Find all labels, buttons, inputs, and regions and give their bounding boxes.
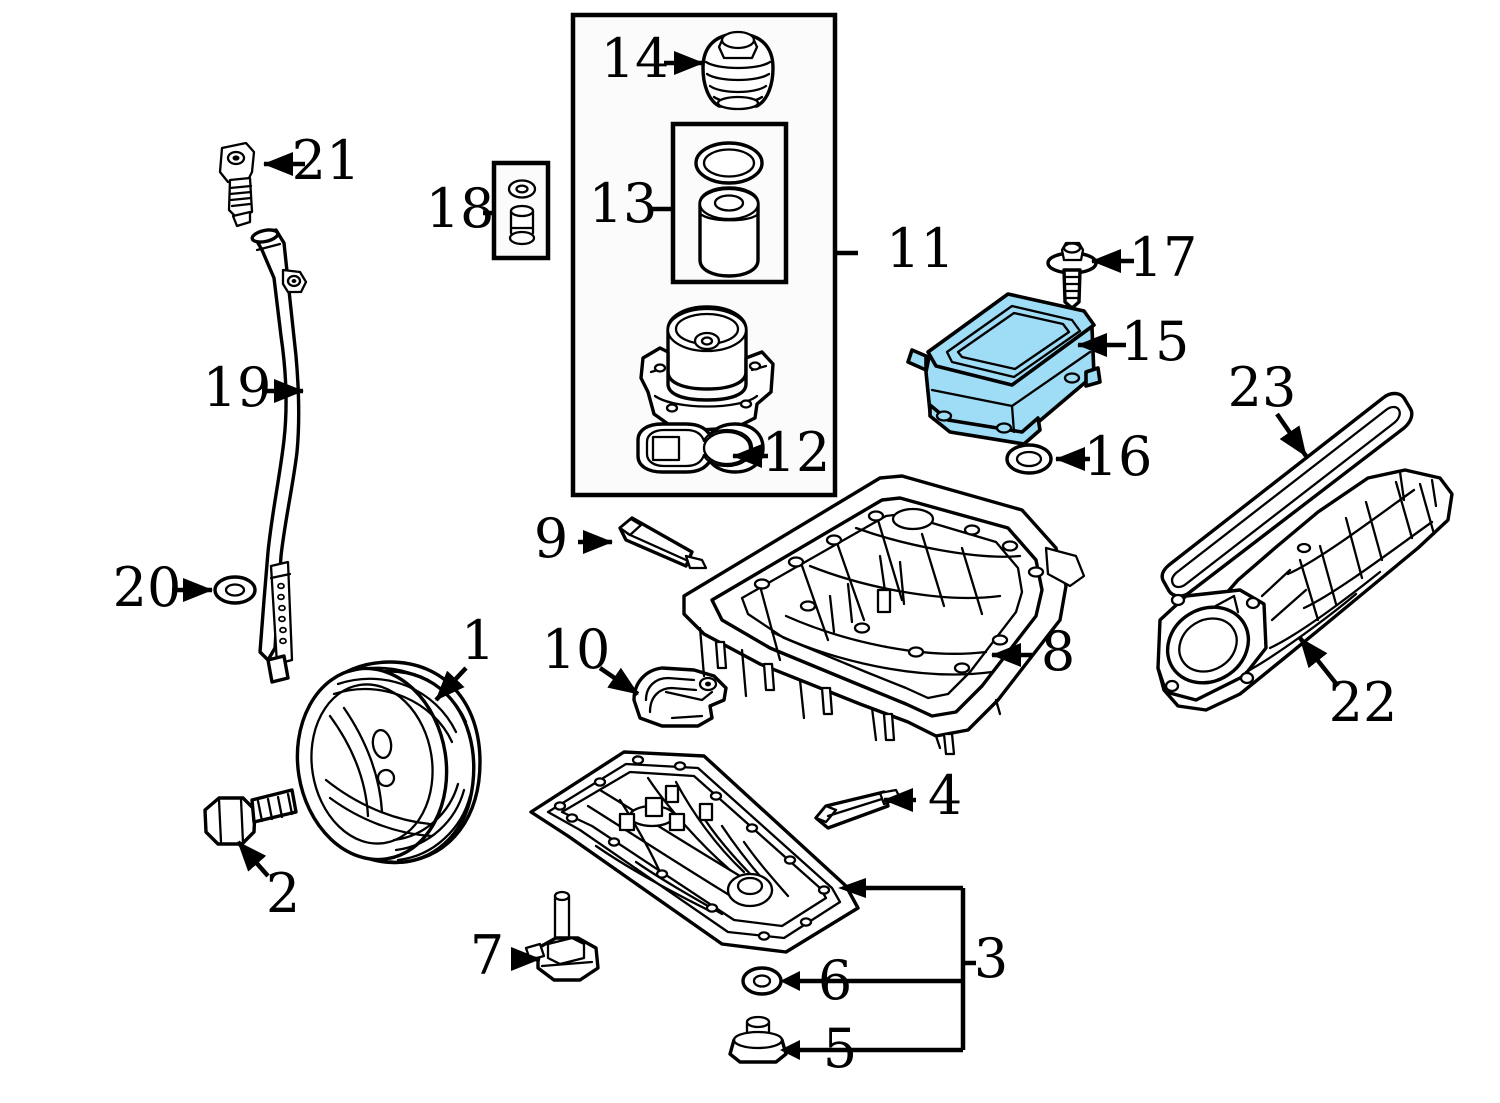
callout-label-16: 16: [1084, 425, 1153, 488]
callout-label-3: 3: [974, 927, 1008, 990]
part-lower-oil-pan-assembly: [529, 750, 860, 954]
callout-label-12: 12: [762, 421, 831, 484]
part-oil-separator-housing-gasket: [1160, 391, 1414, 598]
part-oil-filter-housing-cap: [701, 30, 775, 111]
leader-3-bracket: [780, 878, 976, 1060]
callout-label-1: 1: [461, 609, 495, 672]
part-oil-pump-pickup-bracket: [632, 666, 728, 728]
part-dipstick-tube-o-ring: [213, 575, 257, 605]
part-oil-dipstick-guide-tube: [250, 228, 308, 684]
callout-label-13: 13: [589, 172, 658, 235]
part-oil-level-sensor: [524, 890, 600, 982]
part-drain-plug-sealing-washer: [741, 966, 783, 996]
part-oil-filter-element-kit: [694, 141, 764, 278]
leader-1: [434, 666, 468, 702]
part-sealant-tube-lower-pan: [814, 788, 902, 830]
dipstick-graduations: [277, 582, 287, 645]
part-crankshaft-pulley-damper: [295, 660, 482, 865]
callout-label-20: 20: [113, 556, 182, 619]
callout-label-10: 10: [542, 618, 611, 681]
callout-label-2: 2: [266, 862, 300, 925]
part-engine-oil-cooler: [906, 292, 1102, 446]
callout-label-4: 4: [928, 764, 962, 827]
callout-label-17: 17: [1129, 226, 1198, 289]
callout-label-9: 9: [534, 507, 568, 570]
callout-label-21: 21: [292, 129, 361, 192]
callout-label-8: 8: [1041, 620, 1075, 683]
leader-22: [1298, 636, 1340, 688]
leader-2: [236, 840, 270, 878]
callout-label-18: 18: [426, 177, 495, 240]
callout-label-7: 7: [470, 924, 504, 987]
part-oil-drain-plug: [728, 1015, 788, 1064]
callout-label-6: 6: [818, 949, 852, 1012]
callout-label-19: 19: [203, 356, 272, 419]
callout-label-11: 11: [886, 217, 955, 280]
part-oil-filter-housing-gasket: [636, 422, 765, 474]
callout-label-23: 23: [1228, 356, 1297, 419]
leader-23: [1275, 412, 1308, 458]
part-oil-cooler-mounting-bolt: [1046, 241, 1098, 310]
part-oil-cooler-o-ring: [1005, 443, 1053, 475]
part-sealant-tube-upper-pan: [618, 516, 708, 570]
callout-label-22: 22: [1329, 671, 1398, 734]
leader-10: [598, 666, 640, 696]
part-oil-pressure-switch-sensor: [218, 141, 256, 228]
callout-label-14: 14: [601, 27, 670, 90]
part-upper-oil-pan: [682, 474, 1086, 756]
part-oil-separator-housing: [1156, 468, 1454, 712]
part-oil-pressure-relief-valve-kit: [507, 179, 537, 246]
callout-label-15: 15: [1121, 310, 1190, 373]
callout-label-5: 5: [823, 1017, 857, 1080]
part-crankshaft-pulley-bolt: [203, 788, 298, 846]
